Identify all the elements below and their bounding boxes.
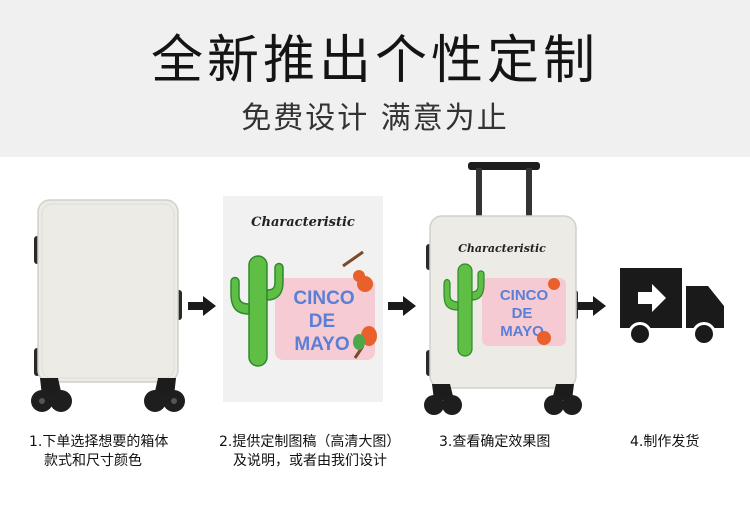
- arrow-right-icon: [578, 296, 606, 316]
- cactus-icon: [443, 263, 485, 357]
- artwork-text-de: DE: [309, 311, 335, 332]
- suitcase-text-de: DE: [512, 305, 533, 322]
- step-1-caption: 1.下单选择想要的箱体 款式和尺寸颜色: [29, 433, 168, 471]
- artwork-text-cinco: CINCO: [293, 288, 354, 309]
- maracas-icon: [353, 326, 377, 359]
- guitar-icon: [342, 250, 373, 292]
- suitcase-text-mayo: MAYO: [500, 323, 544, 340]
- arrow-right-icon: [388, 296, 416, 316]
- arrow-right-icon: [188, 296, 216, 316]
- page-subtitle: 免费设计 满意为止: [241, 101, 509, 136]
- step-2-line-2: 及说明，或者由我们设计: [233, 453, 387, 469]
- artwork-heading: Characteristic: [251, 215, 355, 230]
- header-banner: 全新推出个性定制 免费设计 满意为止: [0, 0, 750, 157]
- step-3-caption: 3.查看确定效果图: [439, 433, 550, 452]
- delivery-truck-icon: [620, 268, 724, 346]
- artwork-text-mayo: MAYO: [294, 334, 349, 355]
- step-2-line-1: 2.提供定制图稿（高清大图）: [219, 434, 401, 450]
- suitcase-text-cinco: CINCO: [500, 287, 549, 304]
- plain-suitcase-image: [31, 199, 185, 412]
- step-4-caption: 4.制作发货: [630, 433, 699, 452]
- step-1-line-2: 款式和尺寸颜色: [44, 453, 142, 469]
- custom-suitcase-image: Characteristic CINCO DE MAYO: [424, 162, 582, 415]
- step-1-line-1: 1.下单选择想要的箱体: [29, 434, 169, 450]
- page-title: 全新推出个性定制: [150, 31, 599, 91]
- step-4-line-1: 4.制作发货: [630, 434, 700, 450]
- step-3-line-1: 3.查看确定效果图: [439, 434, 551, 450]
- step-2-caption: 2.提供定制图稿（高清大图） 及说明，或者由我们设计: [219, 433, 400, 471]
- cactus-icon: [230, 255, 284, 367]
- design-artwork-card: Characteristic CINCO DE MAYO: [223, 196, 383, 402]
- suitcase-artwork-heading: Characteristic: [458, 242, 546, 255]
